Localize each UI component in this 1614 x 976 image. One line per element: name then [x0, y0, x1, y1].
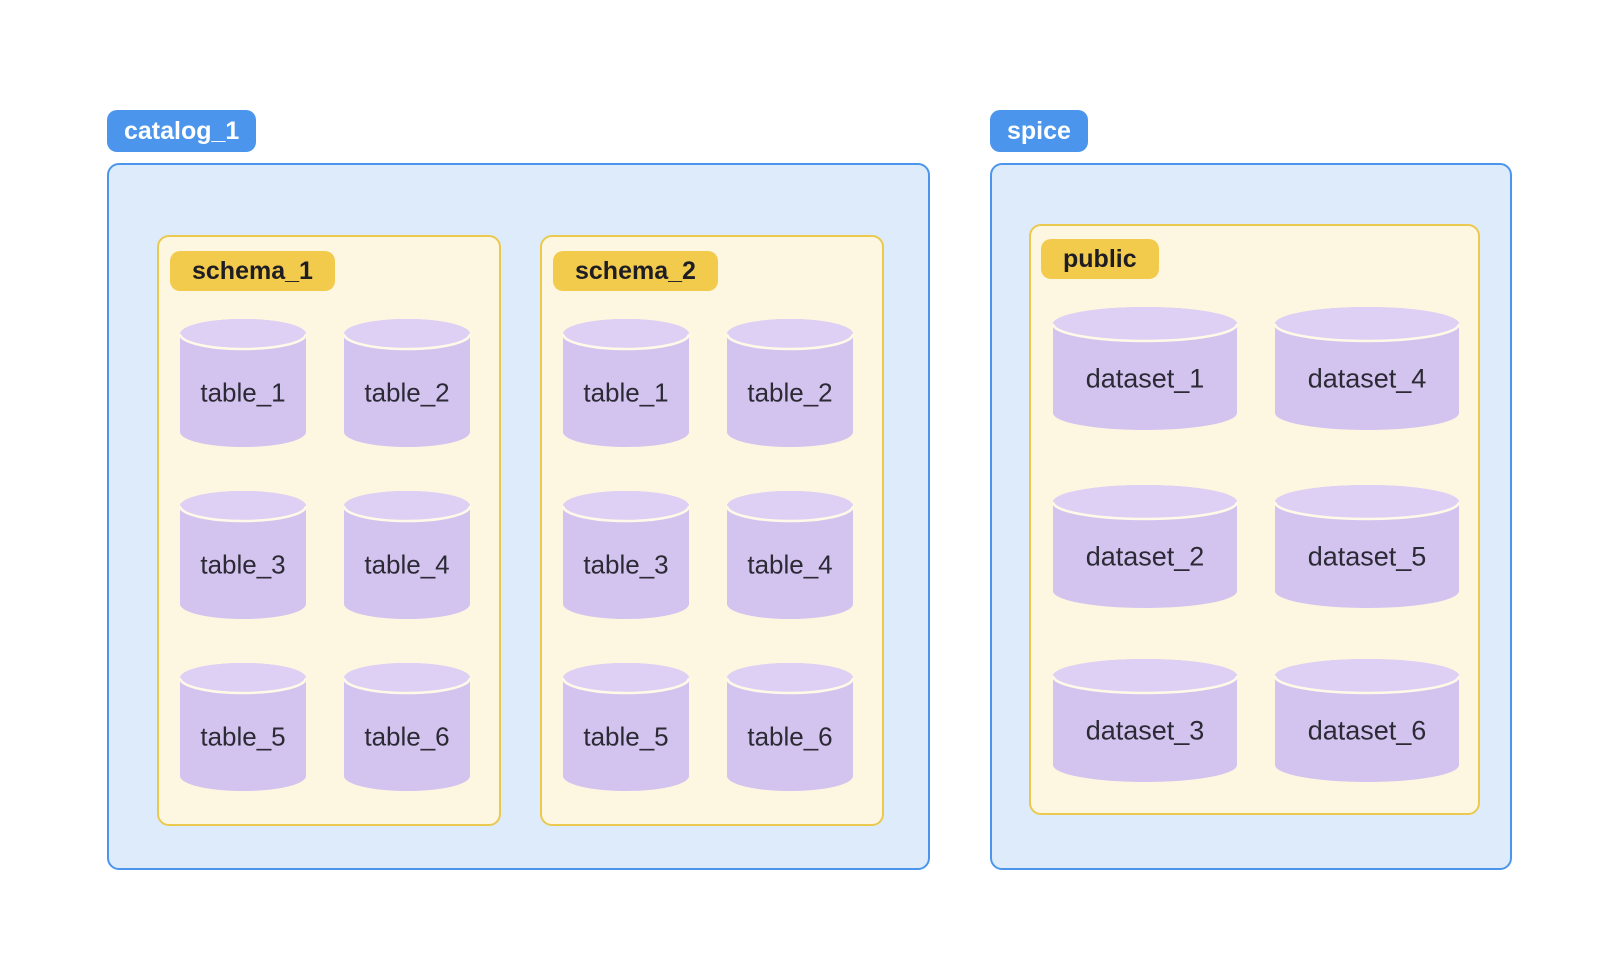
- table-label: table_3: [583, 549, 669, 580]
- database-cylinder-icon: [179, 491, 307, 619]
- table-cylinder: table_4: [726, 491, 854, 619]
- dataset-cylinder: dataset_1: [1052, 307, 1238, 431]
- dataset-label: dataset_5: [1307, 541, 1427, 572]
- schema-badge: schema_1: [170, 251, 335, 291]
- table-label: table_1: [200, 377, 286, 408]
- database-cylinder-icon: [726, 319, 854, 447]
- catalog-container: schema_1 table_1 table_2: [107, 163, 930, 870]
- table-cylinder: table_6: [726, 663, 854, 791]
- schema-badge: schema_2: [553, 251, 718, 291]
- table-cylinder: table_3: [562, 491, 690, 619]
- dataset-label: dataset_4: [1307, 363, 1427, 394]
- database-cylinder-icon: [726, 491, 854, 619]
- dataset-cylinder: dataset_2: [1052, 485, 1238, 609]
- table-label: table_5: [200, 721, 286, 752]
- database-cylinder-icon: [343, 663, 471, 791]
- database-cylinder-icon: [343, 491, 471, 619]
- table-label: table_6: [747, 721, 833, 752]
- catalog-badge: spice: [990, 110, 1088, 152]
- database-cylinder-icon: [179, 663, 307, 791]
- table-cylinder: table_5: [179, 663, 307, 791]
- table-label: table_6: [364, 721, 450, 752]
- table-cylinder: table_1: [562, 319, 690, 447]
- dataset-cylinder: dataset_4: [1274, 307, 1460, 431]
- table-label: table_1: [583, 377, 669, 408]
- database-cylinder-icon: [179, 319, 307, 447]
- table-cylinder: table_2: [726, 319, 854, 447]
- database-cylinder-icon: [562, 491, 690, 619]
- dataset-label: dataset_2: [1085, 541, 1205, 572]
- table-cylinder: table_1: [179, 319, 307, 447]
- dataset-label: dataset_6: [1307, 715, 1427, 746]
- database-cylinder-icon: [1052, 307, 1238, 430]
- table-cylinder: table_2: [343, 319, 471, 447]
- database-cylinder-icon: [343, 319, 471, 447]
- dataset-label: dataset_3: [1085, 715, 1205, 746]
- dataset-cylinder: dataset_5: [1274, 485, 1460, 609]
- table-label: table_4: [364, 549, 450, 580]
- dataset-cylinder: dataset_3: [1052, 659, 1238, 783]
- database-cylinder-icon: [1052, 485, 1238, 608]
- table-cylinder: table_6: [343, 663, 471, 791]
- database-cylinder-icon: [562, 319, 690, 447]
- database-cylinder-icon: [1274, 659, 1460, 782]
- catalog-badge: catalog_1: [107, 110, 257, 152]
- table-cylinder: table_3: [179, 491, 307, 619]
- database-cylinder-icon: [1274, 485, 1460, 608]
- table-label: table_2: [747, 377, 833, 408]
- database-cylinder-icon: [726, 663, 854, 791]
- schema-box: schema_1 table_1 table_2: [157, 235, 501, 826]
- database-cylinder-icon: [562, 663, 690, 791]
- table-cylinder: table_4: [343, 491, 471, 619]
- schema-box: public dataset_1 dataset_4: [1029, 224, 1480, 815]
- dataset-label: dataset_1: [1085, 363, 1205, 394]
- table-label: table_5: [583, 721, 669, 752]
- catalog-container: public dataset_1 dataset_4: [990, 163, 1512, 870]
- table-cylinder: table_5: [562, 663, 690, 791]
- table-label: table_3: [200, 549, 286, 580]
- table-label: table_4: [747, 549, 833, 580]
- dataset-cylinder: dataset_6: [1274, 659, 1460, 783]
- database-cylinder-icon: [1274, 307, 1460, 430]
- table-label: table_2: [364, 377, 450, 408]
- schema-box: schema_2 table_1 table_2: [540, 235, 884, 826]
- schema-badge: public: [1041, 239, 1159, 279]
- database-cylinder-icon: [1052, 659, 1238, 782]
